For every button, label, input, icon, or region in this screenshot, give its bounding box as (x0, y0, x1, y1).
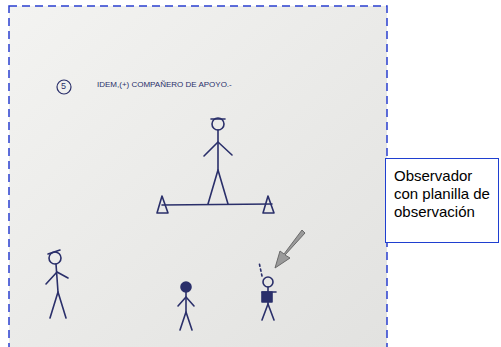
handwritten-note: IDEM,(+) COMPAÑERO DE APOYO.- (97, 80, 232, 89)
callout-box: Observador con planilla de observación (385, 158, 499, 243)
callout-number: 5 (61, 81, 66, 91)
callout-text: Observador con planilla de observación (394, 167, 492, 221)
